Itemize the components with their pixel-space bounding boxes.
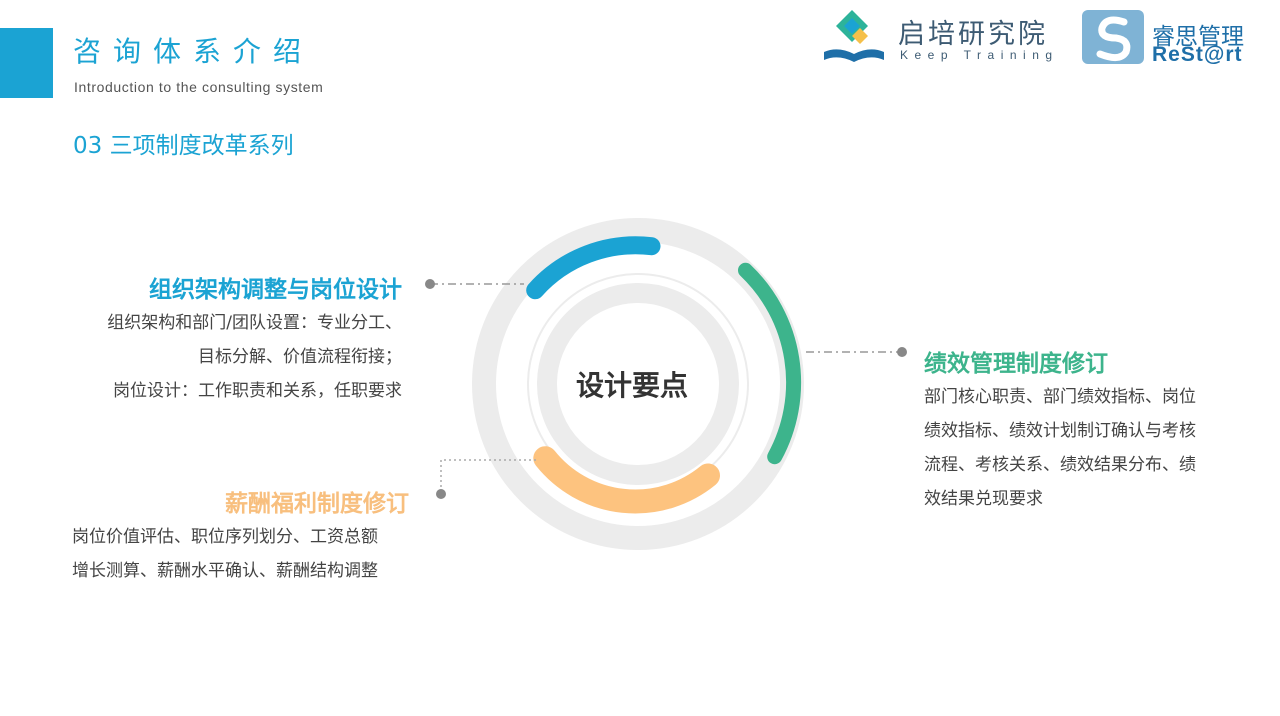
arc-compensation — [533, 446, 720, 514]
section-title: 03 三项制度改革系列 — [73, 133, 294, 159]
restart-tagline: ReSt@rt — [1152, 43, 1243, 66]
arc-org-structure — [526, 236, 661, 300]
performance-line-4: 效结果兑现要求 — [924, 489, 1043, 509]
performance-heading: 绩效管理制度修订 — [924, 351, 1108, 377]
performance-line-2: 绩效指标、绩效计划制订确认与考核 — [924, 421, 1196, 441]
center-label: 设计要点 — [576, 369, 689, 402]
org-structure-line-2: 目标分解、价值流程衔接； — [198, 347, 402, 367]
keep-training-tagline: Keep Training — [900, 48, 1059, 62]
compensation-line-2: 增长测算、薪酬水平确认、薪酬结构调整 — [72, 561, 378, 581]
connector-dot-compensation — [436, 489, 446, 499]
book-diamond-logo-icon — [824, 10, 884, 62]
restart-name: 睿思管理 — [1152, 24, 1244, 50]
compensation-heading: 薪酬福利制度修订 — [225, 491, 409, 517]
org-structure-heading: 组织架构调整与岗位设计 — [149, 277, 402, 303]
performance-line-1: 部门核心职责、部门绩效指标、岗位 — [924, 387, 1196, 407]
connector-compensation — [440, 459, 537, 492]
org-structure-line-3: 岗位设计：工作职责和关系，任职要求 — [113, 381, 402, 401]
keep-training-logo: 启培研究院 Keep Training — [822, 8, 1062, 68]
connector-dot-org — [425, 279, 435, 289]
connector-dot-performance — [897, 347, 907, 357]
performance-line-3: 流程、考核关系、绩效结果分布、绩 — [924, 455, 1196, 475]
page-title: 咨询体系介绍 — [73, 35, 314, 68]
arc-performance — [738, 262, 802, 465]
keep-training-name: 启培研究院 — [898, 19, 1048, 50]
core-ring — [537, 283, 739, 485]
page-subtitle: Introduction to the consulting system — [74, 79, 324, 95]
org-structure-line-1: 组织架构和部门/团队设置：专业分工、 — [107, 313, 402, 333]
compensation-line-1: 岗位价值评估、职位序列划分、工资总额 — [72, 527, 378, 547]
restart-logo: 睿思管理 ReSt@rt — [1080, 8, 1270, 68]
restart-logo-icon — [1082, 10, 1144, 64]
header-accent-bar — [0, 28, 53, 98]
